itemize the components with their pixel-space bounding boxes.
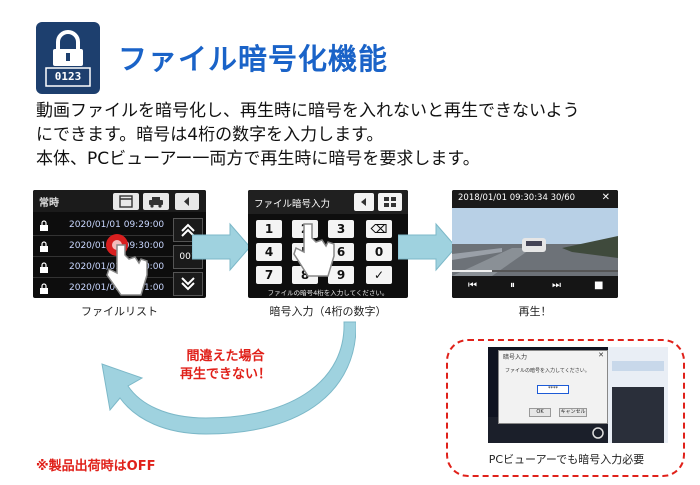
- playback-header: 2018/01/01 09:30:34 30/60 ✕: [452, 190, 618, 208]
- lock-code: 0123: [54, 70, 82, 83]
- playback-screen: 2018/01/01 09:30:34 30/60 ✕ ⏮ ⏸ ⏭ ■: [452, 190, 618, 298]
- flow-arrow-icon: [398, 222, 457, 272]
- dashcam-video-frame: [452, 208, 618, 276]
- lock-badge: 0123: [36, 22, 100, 94]
- factory-default-note: ※製品出荷時はOFF: [36, 459, 156, 474]
- previous-icon[interactable]: ⏮: [468, 280, 477, 291]
- description: 動画ファイルを暗号化し、再生時に暗号を入れないと再生できないよう にできます。暗…: [36, 99, 686, 171]
- code-entry-instruction: ファイルの暗号4桁を入力してください。: [267, 289, 389, 297]
- keypad-key[interactable]: 3: [328, 220, 354, 238]
- close-icon[interactable]: ✕: [598, 351, 604, 359]
- code-entry-title: ファイル暗号入力: [254, 199, 331, 210]
- dialog-message: ファイルの暗号を入力してください。: [505, 368, 590, 374]
- pc-viewer-caption: PCビューアーでも暗号入力必要: [488, 453, 645, 466]
- code-entry-screen: ファイル暗号入力 1 2 3 ⌫ 4 5 6 0 7 8 9 ✓ ファイルの暗号…: [248, 190, 408, 298]
- keypad-key[interactable]: 1: [256, 220, 282, 238]
- error-line: 再生できない！: [180, 367, 272, 382]
- file-list-caption: ファイルリスト: [81, 305, 158, 318]
- pause-icon[interactable]: ⏸: [510, 280, 515, 291]
- tap-hand-icon: [293, 223, 335, 277]
- dialog-title: 暗号入力: [503, 354, 528, 361]
- description-line: にできます。暗号は4桁の数字を入力します。: [36, 125, 384, 145]
- confirm-key[interactable]: ✓: [366, 266, 392, 284]
- car-icon[interactable]: [143, 193, 169, 210]
- description-line: 本体、PCビューアー一両方で再生時に暗号を要求します。: [36, 149, 480, 169]
- playback-timestamp: 2018/01/01 09:30:34 30/60: [458, 193, 576, 203]
- lock-icon: [40, 262, 48, 273]
- grid-icon[interactable]: [378, 193, 402, 211]
- password-input[interactable]: ****: [537, 385, 569, 394]
- lock-icon: [40, 241, 48, 252]
- file-timestamp: 2020/01/01 09:29:00: [69, 220, 165, 230]
- lock-icon: [40, 220, 48, 231]
- playback-controls: ⏮ ⏸ ⏭ ■: [452, 276, 618, 298]
- back-arrow-icon[interactable]: [175, 193, 199, 210]
- tap-hand-icon: [106, 234, 148, 296]
- stop-icon[interactable]: ■: [594, 280, 604, 291]
- back-arrow-icon[interactable]: [354, 193, 374, 211]
- page-title: ファイル暗号化機能: [118, 42, 389, 76]
- next-icon[interactable]: ⏭: [552, 280, 561, 291]
- flow-arrow-icon: [192, 222, 251, 272]
- backspace-key[interactable]: ⌫: [366, 220, 392, 238]
- keypad-key[interactable]: 0: [366, 243, 392, 261]
- password-dialog: 暗号入力 ✕ ファイルの暗号を入力してください。 **** OK キャンセル: [498, 350, 608, 424]
- return-arrow-icon: [101, 321, 356, 435]
- error-line: 間違えた場合: [186, 349, 265, 364]
- file-list-title: 常時: [39, 198, 59, 209]
- cancel-button[interactable]: キャンセル: [559, 408, 587, 417]
- list-item[interactable]: 2020/01/01 09:29:00: [33, 216, 173, 236]
- file-list-screen: 常時 2020/01/01 09:29:00 2020/01/01 09:30:…: [33, 190, 206, 298]
- calendar-icon[interactable]: [113, 193, 139, 210]
- description-line: 動画ファイルを暗号化し、再生時に暗号を入れないと再生できないよう: [36, 101, 580, 121]
- keypad-key[interactable]: 7: [256, 266, 282, 284]
- code-entry-header: ファイル暗号入力: [248, 190, 408, 214]
- error-message: 間違えた場合 再生できない！: [180, 348, 271, 384]
- pc-viewer-frame: [446, 339, 685, 477]
- playback-caption: 再生！: [518, 305, 552, 318]
- close-icon[interactable]: ✕: [601, 192, 610, 203]
- keypad-key[interactable]: 4: [256, 243, 282, 261]
- padlock-icon: [45, 30, 91, 87]
- double-down-icon[interactable]: [173, 272, 203, 296]
- keypad-key[interactable]: 9: [328, 266, 354, 284]
- lock-icon: [40, 283, 48, 294]
- file-list-header: 常時: [33, 190, 206, 212]
- ok-button[interactable]: OK: [529, 408, 551, 417]
- code-entry-caption: 暗号入力（4桁の数字）: [269, 305, 387, 318]
